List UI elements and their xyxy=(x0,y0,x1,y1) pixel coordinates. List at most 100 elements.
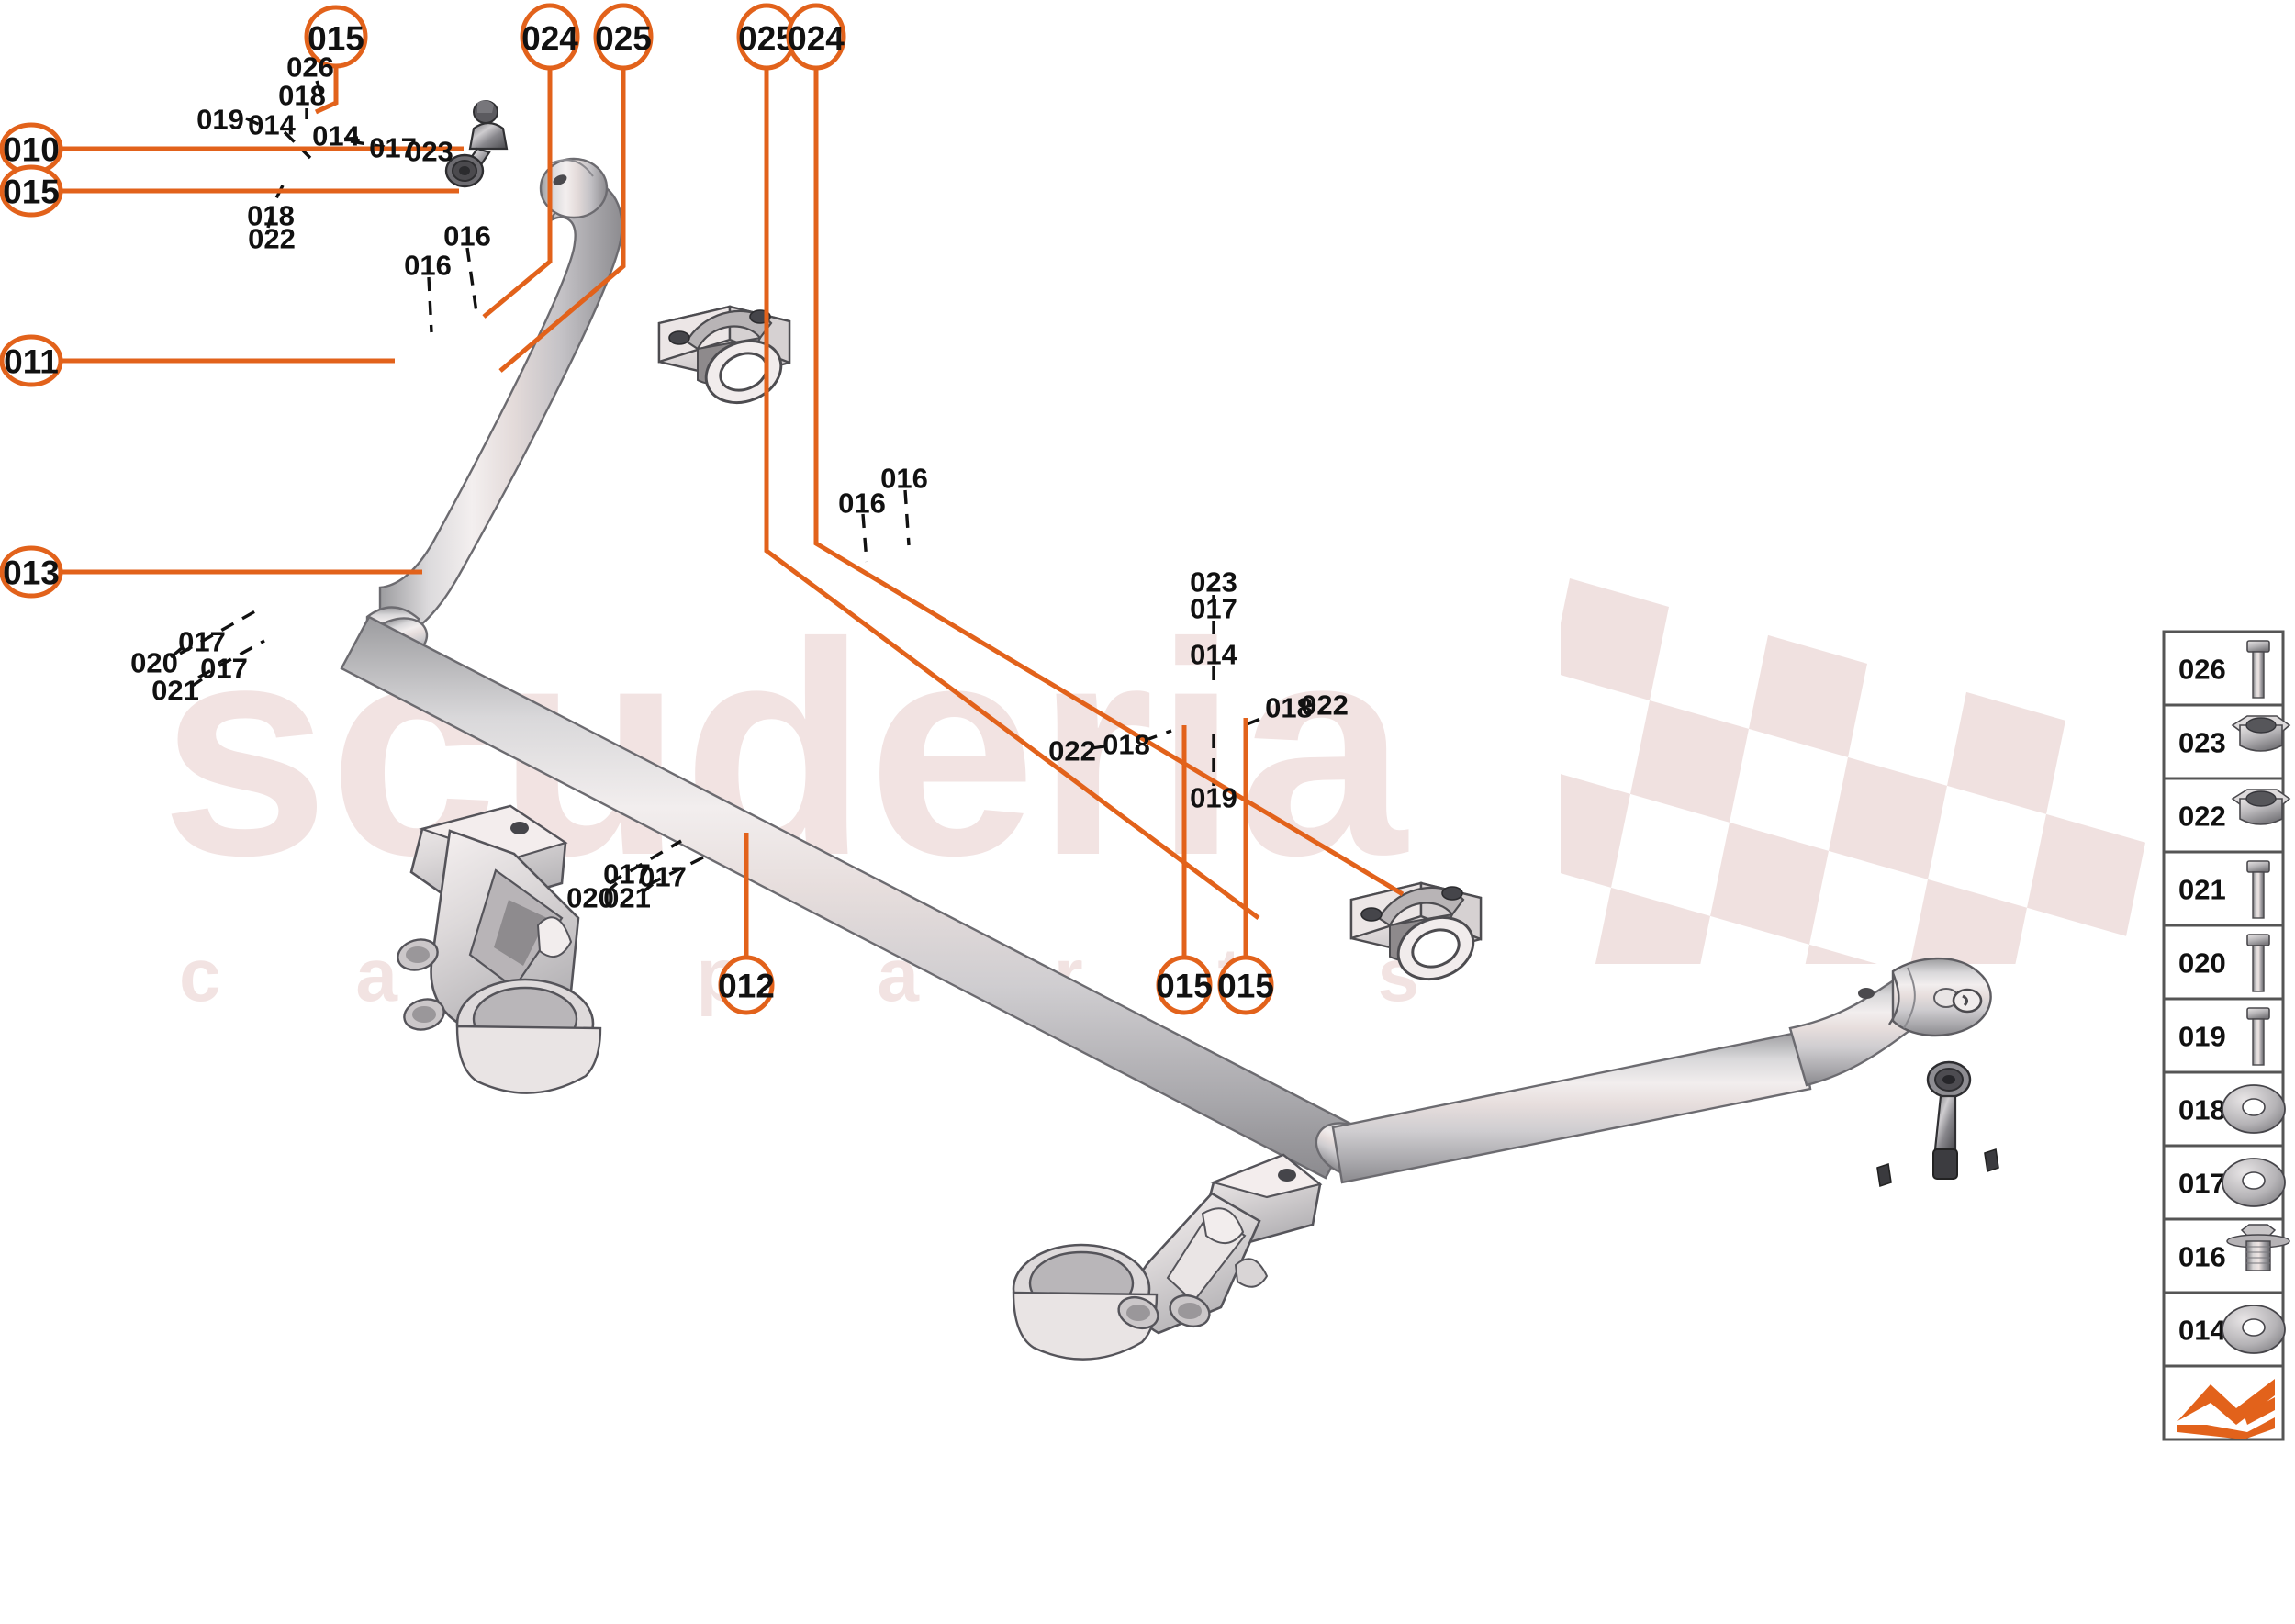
dash-018-022-right xyxy=(1246,712,1273,726)
washer-icon xyxy=(2222,1084,2286,1134)
callout-bubble[interactable] xyxy=(786,3,846,71)
ref-label-018-right-b: 018 xyxy=(1265,692,1313,724)
callout-label: 025 xyxy=(595,20,652,58)
callout-bubble[interactable] xyxy=(1156,955,1213,1015)
dash-017-023 xyxy=(350,140,386,149)
checkered-flag-watermark xyxy=(1561,578,2146,964)
callout-024-right[interactable]: 024 xyxy=(786,3,846,71)
ref-label-017-bl-b: 017 xyxy=(200,653,248,685)
callout-label: 013 xyxy=(3,554,60,592)
dash-014-a xyxy=(283,130,312,160)
legend-row-023[interactable]: 023 xyxy=(2162,703,2291,780)
drop-link-left-part xyxy=(444,100,509,188)
ref-label-018-top: 018 xyxy=(278,80,326,112)
dash-022-left xyxy=(266,212,274,229)
washer-icon xyxy=(2222,1158,2286,1207)
drop-link-right-part xyxy=(1876,1060,1999,1188)
ref-label-021-bl: 021 xyxy=(151,675,199,707)
ref-label-014-b: 014 xyxy=(312,120,360,152)
bracket-right-part xyxy=(1012,1153,1323,1361)
watermark-subtitle: c a r p a r t s xyxy=(179,934,1476,1017)
bolt-long-icon xyxy=(2246,1007,2270,1066)
callout-011[interactable]: 011 xyxy=(0,334,63,387)
ref-label-014-right: 014 xyxy=(1190,639,1237,671)
ref-label-020-bl: 020 xyxy=(130,647,178,679)
legend-code: 020 xyxy=(2178,947,2226,980)
dash-017-021-right xyxy=(647,854,708,887)
legend-row-017[interactable]: 017 xyxy=(2162,1144,2286,1221)
callout-013[interactable]: 013 xyxy=(0,545,63,599)
bolt-long-icon xyxy=(2246,934,2270,992)
legend-row-014[interactable]: 014 xyxy=(2162,1291,2286,1368)
ref-label-019-top: 019 xyxy=(196,104,244,136)
ref-label-016-left-b: 016 xyxy=(443,220,491,252)
legend-row-019[interactable]: 019 xyxy=(2162,997,2285,1074)
ref-label-022-left: 022 xyxy=(248,223,296,255)
legend-row-022[interactable]: 022 xyxy=(2162,777,2291,854)
callout-025-left[interactable]: 025 xyxy=(593,3,654,71)
callout-024-left[interactable]: 024 xyxy=(520,3,580,71)
ref-label-022-right-a: 022 xyxy=(1048,735,1096,767)
checkered-flag-logo-icon xyxy=(2177,1379,2275,1439)
dash-019-014 xyxy=(245,117,261,127)
callout-bubble[interactable] xyxy=(718,955,775,1015)
callout-bubble[interactable] xyxy=(0,164,63,218)
callout-015-left[interactable]: 015 xyxy=(0,164,63,218)
dash-018-left-end xyxy=(1143,729,1172,743)
legend-row-020[interactable]: 020 xyxy=(2162,924,2285,1001)
flange-bolt-icon xyxy=(2226,1224,2290,1271)
legend-row-016[interactable]: 016 xyxy=(2162,1217,2290,1294)
ref-label-023-top: 023 xyxy=(406,136,453,168)
callout-bubble[interactable] xyxy=(1217,955,1274,1015)
callout-label: 015 xyxy=(3,174,60,211)
dash-020-left xyxy=(169,646,184,659)
callout-012[interactable]: 012 xyxy=(718,955,775,1015)
callout-label: 015 xyxy=(308,20,364,58)
ref-label-016-right-b: 016 xyxy=(880,463,928,495)
flanged-nut-icon xyxy=(2231,715,2291,752)
ref-label-016-left-a: 016 xyxy=(404,250,452,282)
legend-row-026[interactable]: 026 xyxy=(2162,630,2285,707)
callout-010[interactable]: 010 xyxy=(0,122,63,175)
anti-roll-bar-part xyxy=(340,157,1992,1184)
legend-code: 021 xyxy=(2178,874,2226,906)
legend-row-018[interactable]: 018 xyxy=(2162,1070,2286,1148)
lead-015-top xyxy=(314,67,339,115)
callout-label: 024 xyxy=(521,20,578,58)
callout-bubble[interactable] xyxy=(0,334,63,387)
legend-code: 017 xyxy=(2178,1168,2226,1200)
callout-bubble[interactable] xyxy=(304,5,368,69)
dash-018-022-left xyxy=(272,185,285,205)
lead-024-left xyxy=(482,69,553,319)
callout-bubble[interactable] xyxy=(520,3,580,71)
dash-026 xyxy=(315,80,325,102)
ref-label-022-right-b: 022 xyxy=(1301,689,1349,722)
ref-label-020-br: 020 xyxy=(566,882,614,914)
bar-clamp-left-part xyxy=(657,305,791,405)
dash-020-right xyxy=(605,881,619,894)
dash-022-018-left-end xyxy=(1091,744,1112,750)
lead-025-left xyxy=(498,69,626,373)
ref-label-017-right: 017 xyxy=(1190,593,1237,625)
dash-016-right-a xyxy=(861,513,868,563)
legend-row-021[interactable]: 021 xyxy=(2162,850,2285,927)
legend-code: 026 xyxy=(2178,654,2226,686)
callout-015-right-2[interactable]: 015 xyxy=(1217,955,1274,1015)
ref-label-017-br-b: 017 xyxy=(639,861,687,893)
callout-label: 024 xyxy=(788,20,845,58)
dash-016-left-b xyxy=(465,247,478,313)
ref-label-019-right: 019 xyxy=(1190,782,1237,814)
flanged-nut-icon xyxy=(2231,789,2291,825)
callout-015-right-1[interactable]: 015 xyxy=(1156,955,1213,1015)
dash-017-020-left xyxy=(179,606,263,655)
ref-label-026-top: 026 xyxy=(286,51,334,84)
callout-bubble[interactable] xyxy=(0,545,63,599)
callout-015-top[interactable]: 015 xyxy=(304,5,368,69)
callout-bubble[interactable] xyxy=(593,3,654,71)
legend-code: 023 xyxy=(2178,727,2226,759)
legend-row-logo[interactable] xyxy=(2162,1364,2285,1441)
